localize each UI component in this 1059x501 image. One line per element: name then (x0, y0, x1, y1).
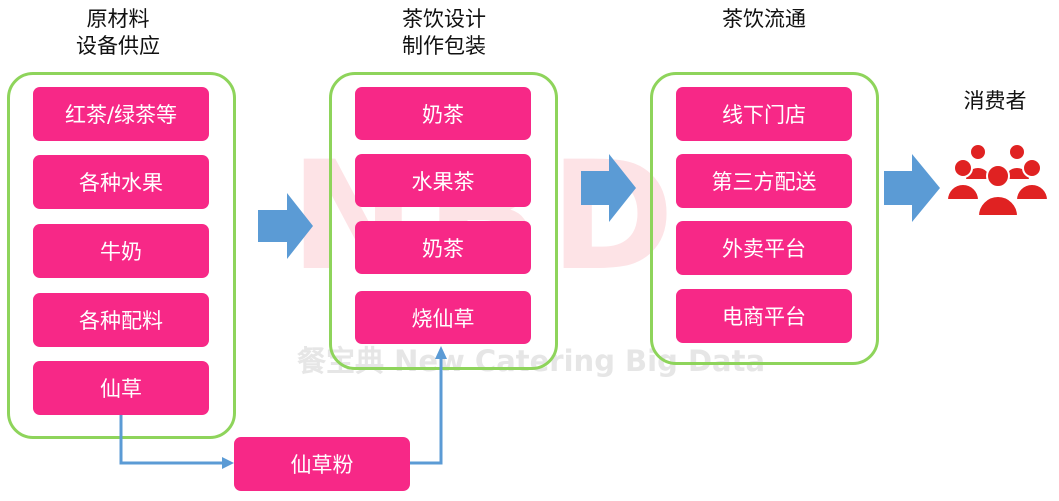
item-shao-xian-cao: 烧仙草 (355, 291, 531, 344)
group-tea-design (329, 72, 558, 370)
watermark-subtitle: 餐宝典 New Catering Big Data (297, 344, 766, 378)
item-milk: 牛奶 (33, 224, 209, 278)
heading-tea-design-line2: 制作包装 (402, 34, 486, 58)
heading-consumer: 消费者 (963, 89, 1027, 113)
item-offline-store: 线下门店 (676, 87, 852, 141)
connector-herb-to-powder (119, 415, 224, 465)
heading-tea-distribution: 茶饮流通 (694, 6, 834, 33)
item-takeout-platform: 外卖平台 (676, 221, 852, 275)
heading-raw-materials-line2: 设备供应 (76, 34, 160, 58)
item-grass-jelly-herb: 仙草 (33, 361, 209, 415)
heading-raw-materials-line1: 原材料 (86, 7, 150, 31)
heading-tea-design: 茶饮设计 制作包装 (374, 6, 514, 60)
item-black-green-tea: 红茶/绿茶等 (33, 87, 209, 141)
item-milk-tea-2: 奶茶 (355, 221, 531, 274)
item-fruits: 各种水果 (33, 155, 209, 209)
item-ingredients: 各种配料 (33, 293, 209, 347)
arrow-right-icon (581, 154, 636, 222)
people-group-icon (945, 143, 1050, 217)
item-grass-jelly-powder: 仙草粉 (234, 437, 410, 491)
connector-powder-to-shao-xian-cao-head (435, 346, 447, 359)
arrow-right-icon (884, 154, 940, 222)
group-tea-distribution (650, 72, 879, 365)
item-ecommerce-platform: 电商平台 (676, 289, 852, 343)
item-third-party-delivery: 第三方配送 (676, 154, 852, 208)
heading-raw-materials: 原材料 设备供应 (48, 6, 188, 60)
connector-powder-to-shao-xian-cao (410, 358, 443, 465)
item-fruit-tea: 水果茶 (355, 154, 531, 207)
item-milk-tea: 奶茶 (355, 87, 531, 140)
heading-tea-design-line1: 茶饮设计 (402, 7, 486, 31)
arrow-right-icon (258, 193, 313, 259)
connector-herb-to-powder-head (222, 457, 234, 469)
heading-tea-distribution-line1: 茶饮流通 (722, 7, 806, 31)
